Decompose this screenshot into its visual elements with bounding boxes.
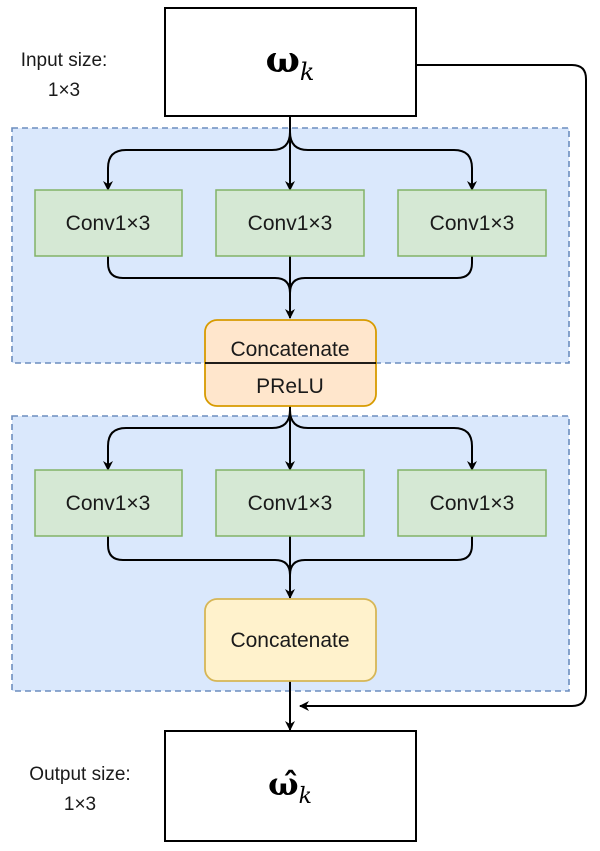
output-symbol: ω̂k <box>268 765 312 809</box>
svg-text:Conv1×3: Conv1×3 <box>248 492 333 515</box>
output-box <box>164 730 417 842</box>
skip-connection <box>299 64 587 711</box>
block2-connectors <box>103 405 477 731</box>
input-box <box>164 7 417 117</box>
svg-text:PReLU: PReLU <box>256 375 324 398</box>
concat-box: Concatenate <box>204 598 377 682</box>
svg-text:Concatenate: Concatenate <box>230 629 349 652</box>
svg-text:Conv1×3: Conv1×3 <box>430 492 515 515</box>
output-size-value: 1×3 <box>64 794 96 815</box>
block1-conv-1: Conv1×3 <box>34 189 183 257</box>
input-symbol: ωk <box>266 39 315 86</box>
svg-text:Conv1×3: Conv1×3 <box>66 492 151 515</box>
input-size-label: Input size: <box>21 50 108 71</box>
block2-conv-3: Conv1×3 <box>397 469 547 537</box>
block2-conv-2: Conv1×3 <box>215 469 365 537</box>
svg-text:Conv1×3: Conv1×3 <box>430 212 515 235</box>
svg-text:Conv1×3: Conv1×3 <box>66 212 151 235</box>
block1-conv-2: Conv1×3 <box>215 189 365 257</box>
svg-text:Concatenate: Concatenate <box>230 338 349 361</box>
input-size-value: 1×3 <box>48 80 80 101</box>
concat-prelu-box: Concatenate PReLU <box>204 319 377 407</box>
block2-conv-1: Conv1×3 <box>34 469 183 537</box>
svg-text:Conv1×3: Conv1×3 <box>248 212 333 235</box>
output-size-label: Output size: <box>29 764 130 785</box>
block1-connectors <box>103 116 477 319</box>
block1-conv-3: Conv1×3 <box>397 189 547 257</box>
